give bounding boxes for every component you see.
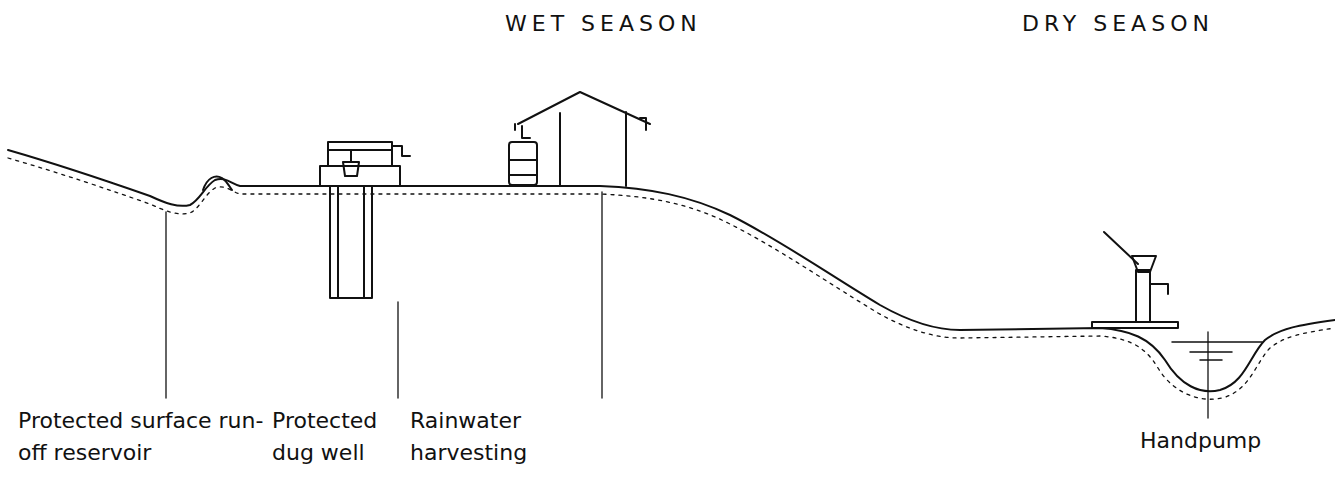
pump-slab	[1092, 322, 1178, 328]
well-lining	[363, 186, 365, 298]
tank-band	[509, 174, 537, 176]
gutter	[515, 118, 646, 130]
pump-body	[1136, 270, 1150, 322]
leader-line	[165, 212, 166, 398]
tank-band	[509, 159, 537, 161]
well-lining	[337, 186, 339, 298]
ground-hatching	[8, 158, 1335, 399]
house-wall	[559, 113, 561, 186]
leader-line	[397, 302, 398, 398]
water-surface	[1172, 342, 1262, 360]
part-label: Rainwater harvesting	[410, 405, 560, 469]
part-label: Handpump	[1140, 425, 1300, 457]
part-label: Protected dug well	[272, 405, 406, 469]
winch-handle	[392, 146, 410, 156]
house-roof	[518, 92, 650, 124]
pump-handle	[1104, 232, 1138, 264]
house-wall	[625, 112, 627, 186]
pump-head	[1132, 256, 1156, 272]
reservoir-berm	[203, 177, 232, 191]
season-heading: WET SEASON	[505, 8, 702, 40]
leader-line	[601, 192, 602, 398]
ground-line	[8, 150, 1335, 391]
season-heading: DRY SEASON	[1022, 8, 1214, 40]
downpipe	[522, 126, 530, 138]
well-head	[320, 166, 400, 186]
rain-tank	[509, 142, 537, 185]
winch-drum	[328, 142, 392, 150]
pump-spout	[1150, 284, 1168, 294]
rope	[350, 150, 352, 162]
well-shaft	[330, 186, 372, 298]
leader-line	[1207, 332, 1208, 418]
bucket	[343, 162, 359, 176]
part-label: Protected surface run-off reservoir	[18, 405, 266, 469]
